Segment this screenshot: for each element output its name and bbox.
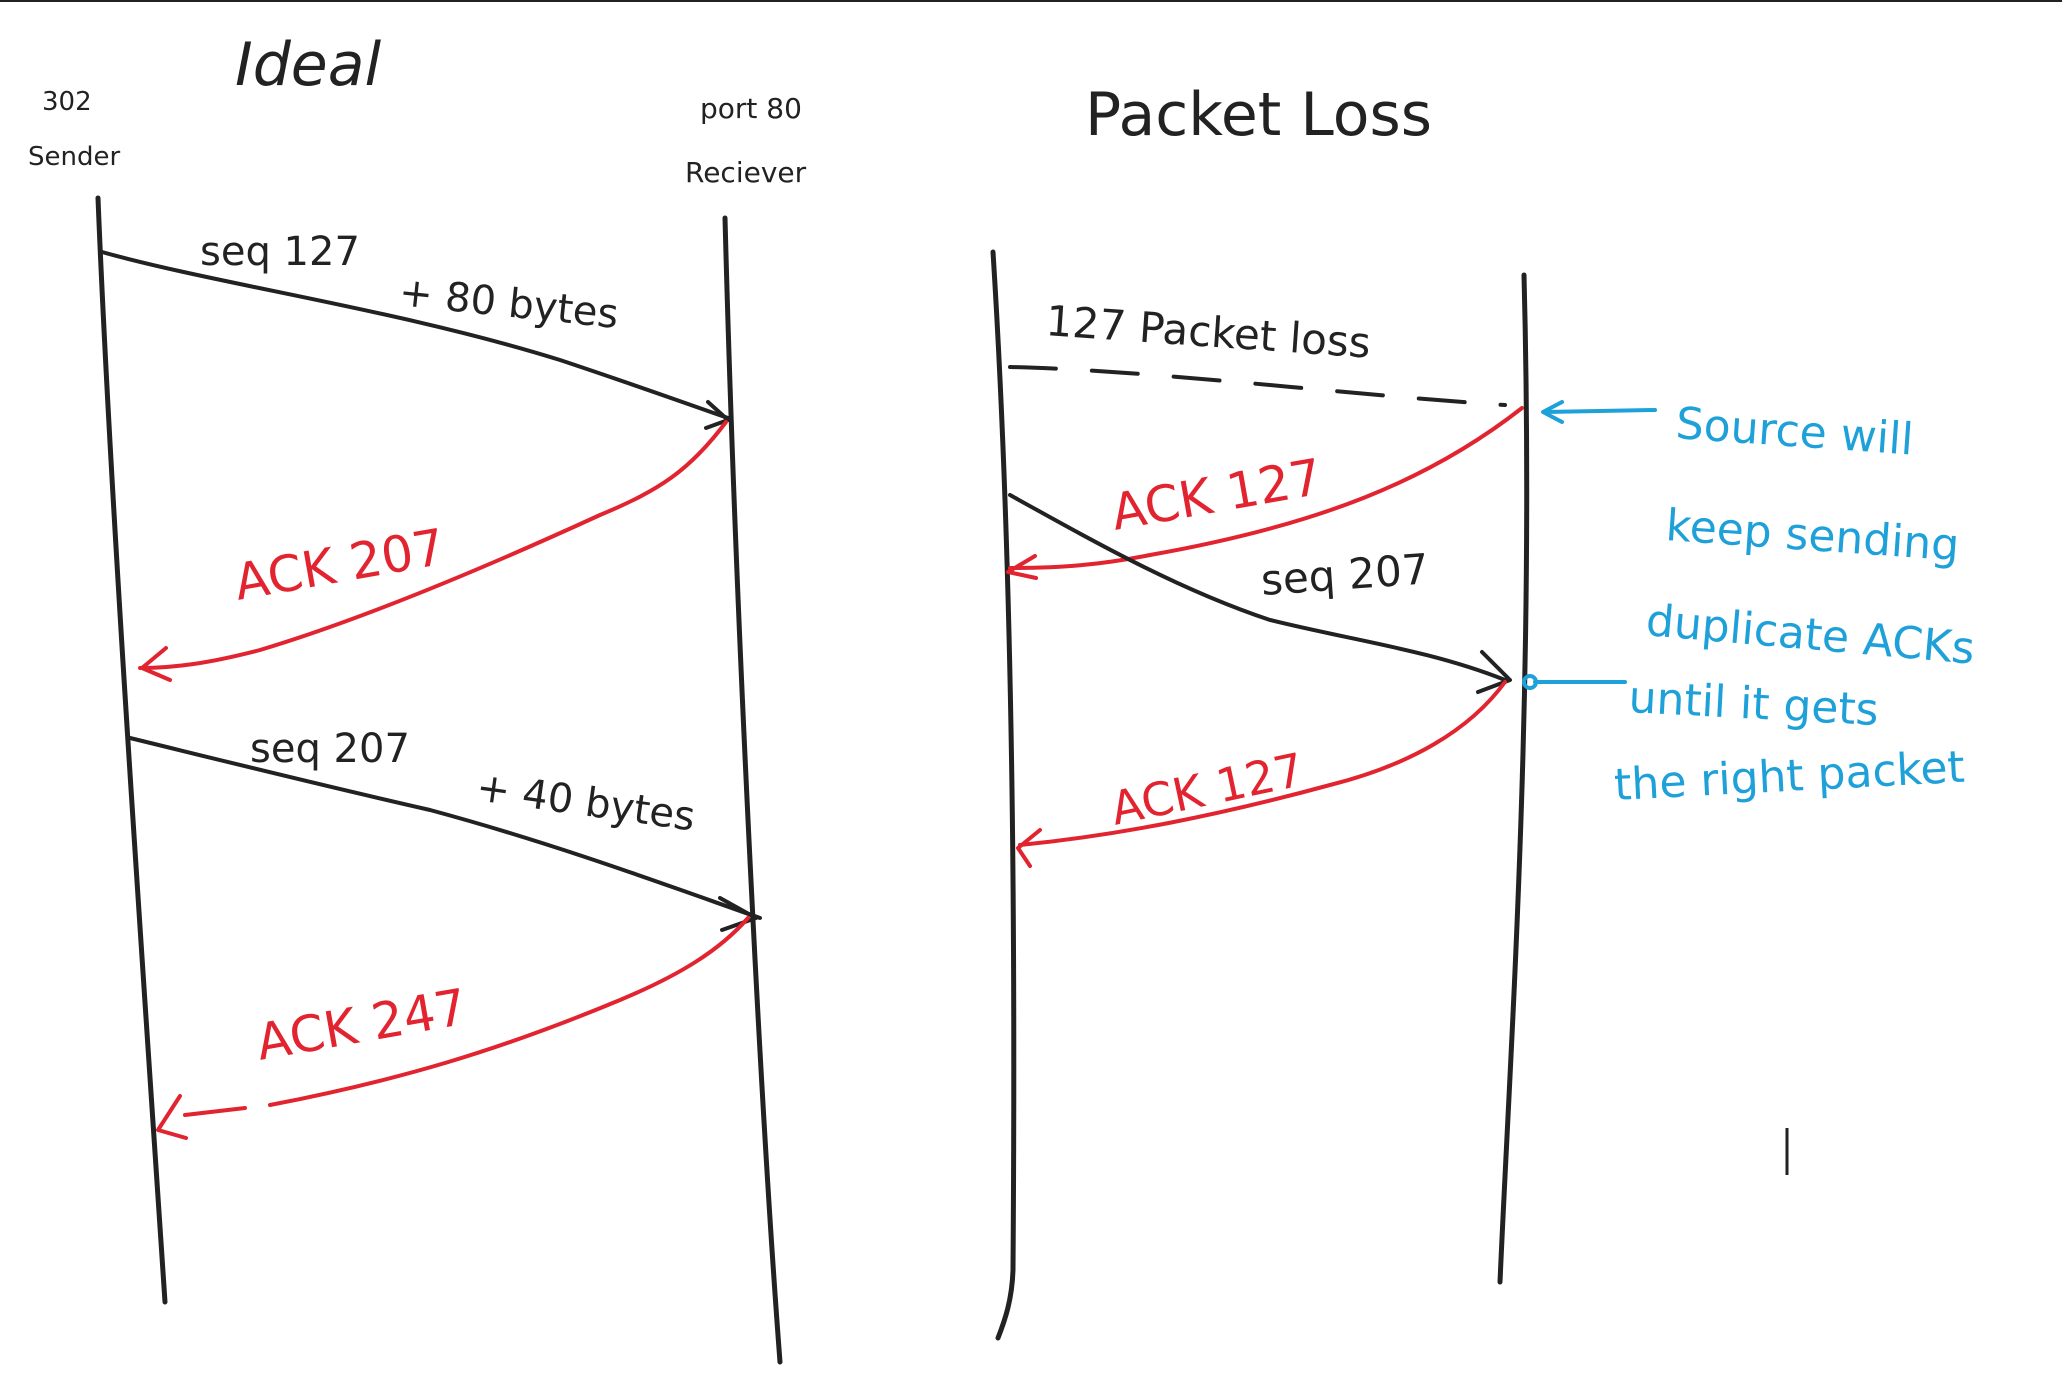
note-line-2: keep sending <box>1664 500 1961 571</box>
note-line-3: duplicate ACKs <box>1644 595 1977 675</box>
ideal-title: Ideal <box>235 30 381 100</box>
loss-seq-label: seq 207 <box>1259 544 1430 605</box>
loss-lost-label: 127 Packet loss <box>1044 296 1372 368</box>
sender-lifeline <box>95 195 168 1305</box>
note-pointer-bottom-head <box>1522 674 1538 690</box>
loss-title: Packet Loss <box>1085 80 1432 150</box>
ideal-seq207-arrowhead <box>718 896 758 932</box>
note-pointer-top <box>1543 408 1657 414</box>
ideal-msg2-seq: seq 207 <box>250 726 410 772</box>
ideal-ack247-arrow <box>268 916 750 1107</box>
ideal-msg2-size: + 40 bytes <box>474 764 698 840</box>
loss-ack2-arrow <box>1018 680 1507 847</box>
loss-ack2-label: ACK 127 <box>1106 742 1308 835</box>
loss-ack2-arrowhead <box>1016 828 1042 868</box>
loss-ack1-label: ACK 127 <box>1107 448 1326 542</box>
note-line-4: until it gets <box>1627 672 1879 736</box>
sender-label: Sender <box>28 142 120 172</box>
loss-seq207-arrowhead <box>1476 650 1512 694</box>
loss-ack1-arrow <box>1008 406 1524 570</box>
ideal-ack247-arrowhead <box>156 1094 188 1140</box>
loss-seq207-arrow <box>1008 493 1507 682</box>
note-pointer-top-head <box>1541 400 1564 424</box>
note-line-1: Source will <box>1674 398 1915 465</box>
ideal-msg1-size: + 80 bytes <box>397 269 621 338</box>
ideal-msg1-seq: seq 127 <box>200 229 360 275</box>
loss-receiver-lifeline <box>1497 272 1530 1285</box>
ideal-ack207-arrow <box>138 420 728 670</box>
loss-ack1-arrowhead <box>1006 554 1038 580</box>
loss-lost-packet-dashed <box>1008 365 1507 407</box>
ideal-seq127-arrowhead <box>704 400 730 430</box>
loss-sender-lifeline <box>990 249 1017 1341</box>
sender-label-port: 302 <box>42 87 92 117</box>
receiver-lifeline <box>722 215 783 1365</box>
receiver-label-port: port 80 <box>700 92 802 125</box>
note-line-5: the right packet <box>1613 742 1966 811</box>
ideal-seq207-arrow <box>128 736 762 920</box>
ideal-ack1-label: ACK 207 <box>230 518 449 612</box>
ideal-ack2-label: ACK 247 <box>252 978 471 1072</box>
receiver-label: Reciever <box>685 156 807 189</box>
ideal-ack207-arrowhead <box>140 646 172 682</box>
ideal-seq127-arrow <box>100 250 730 420</box>
ideal-ack247-dash <box>183 1106 247 1117</box>
